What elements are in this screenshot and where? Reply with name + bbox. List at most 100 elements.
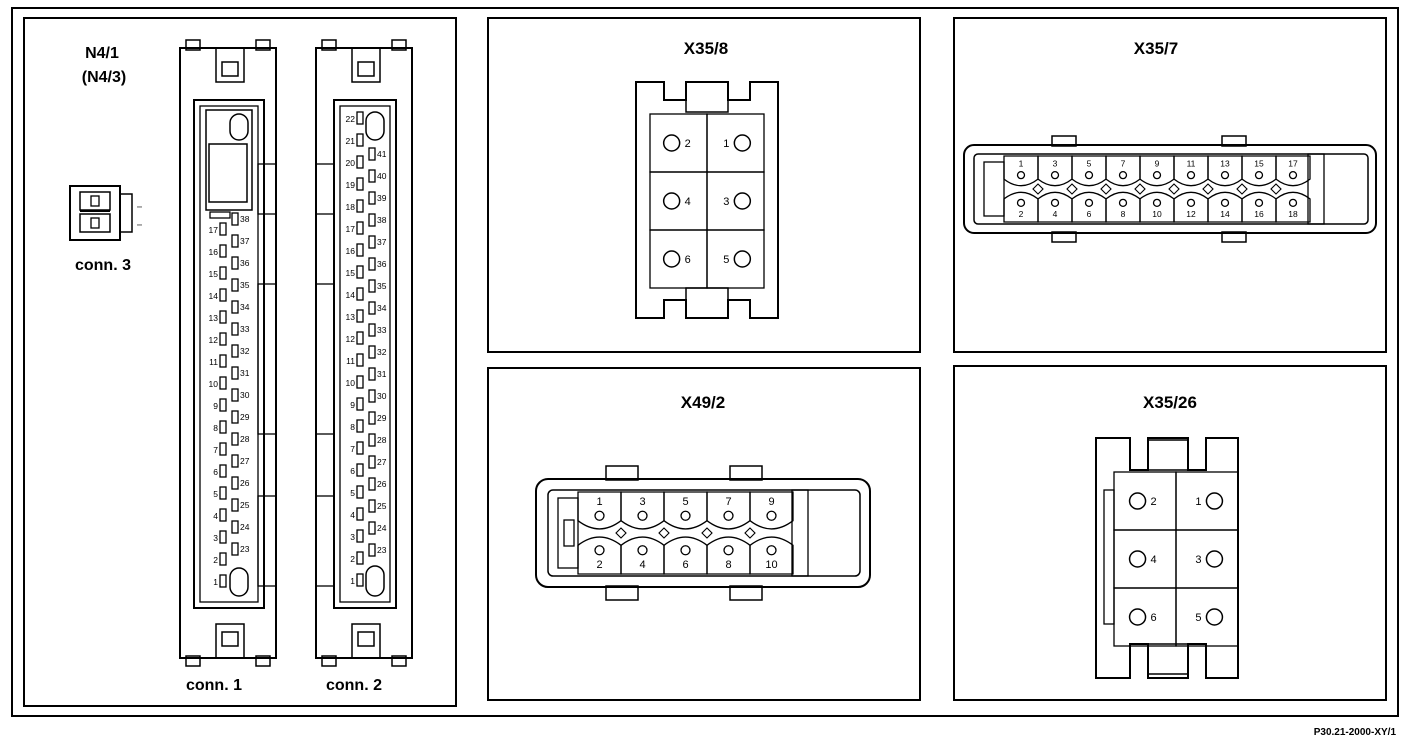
x35-7-pin [1016,170,1026,180]
conn2-pin-label: 40 [377,171,387,181]
conn1-pin-label: 26 [240,478,250,488]
conn1-pin-contact [219,398,227,412]
x35-7-pin-label: 10 [1152,209,1162,219]
x35-7-pin-label: 7 [1121,159,1126,169]
x49-2-pin-label: 6 [682,559,688,571]
conn2-pin-contact [368,169,376,183]
n4-3-subtitle: (N4/3) [82,69,126,86]
conn2-pin-contact [356,331,364,345]
x35-7-pin-label: 15 [1254,159,1264,169]
x35-7-pin [1118,198,1128,208]
conn2-pin-contact [356,375,364,389]
conn1-pin-label: 36 [240,258,250,268]
conn2-pin-contact [356,419,364,433]
conn2-pin-label: 25 [377,501,387,511]
conn2-pin-label: 30 [377,391,387,401]
conn2-pin-label: 12 [346,334,356,344]
panel-n4-1: N4/1 (N4/3) I I conn. 3 [23,17,457,707]
conn1-pin-contact [231,322,239,336]
x35-7-pin-label: 18 [1288,209,1298,219]
conn2-pin-contact [368,213,376,227]
x35-7-pin-label: 4 [1053,209,1058,219]
x35-7-cavity [1275,155,1311,187]
x35-7-cavity [1275,191,1311,223]
conn2-pin-label: 10 [346,378,356,388]
conn1-pin-contact [219,574,227,588]
conn1-pin-contact [219,288,227,302]
conn1-pin-label: 4 [213,511,218,521]
conn2-pin-contact [356,177,364,191]
x35-8-cavity [706,229,765,289]
conn1-pin-label: 27 [240,456,250,466]
conn2-pin-contact [368,147,376,161]
x35-8-pin [662,134,681,152]
x35-7-pin [1152,170,1162,180]
x49-2-cavity [749,536,794,575]
x35-7-pin [1288,170,1298,180]
x35-8-cavity [649,171,708,231]
x35-7-pin [1016,198,1026,208]
x35-7-pin [1118,170,1128,180]
x35-8-pin-label: 5 [723,254,729,266]
conn2-pin-contact [368,521,376,535]
x49-2-pin-label: 10 [765,559,777,571]
x35-26-pin-label: 6 [1151,612,1157,624]
conn2-pin-label: 15 [346,268,356,278]
conn1-pin-contact [219,552,227,566]
x49-2-pin-label: 4 [639,559,645,571]
conn2-pin-label: 16 [346,246,356,256]
x49-2-separator [615,527,627,539]
x49-2-separator [744,527,756,539]
conn2-pin-label: 34 [377,303,387,313]
conn2-pin-contact [356,441,364,455]
conn2-pin-label: 36 [377,259,387,269]
x35-8-title: X35/8 [684,39,728,58]
x49-2-pin [637,510,648,521]
conn1-pin-contact [231,432,239,446]
conn1-pin-label: 23 [240,544,250,554]
x35-7-pin-label: 2 [1019,209,1024,219]
x49-2-pin [637,545,648,556]
conn1-pin-label: 31 [240,368,250,378]
x35-26-pin-label: 5 [1195,612,1201,624]
conn2-pin-label: 41 [377,149,387,159]
conn1-pin-label: 14 [209,291,219,301]
conn2-pin-contact [368,323,376,337]
conn2-pin-contact [356,243,364,257]
conn1-pin-contact [219,354,227,368]
conn2-pin-label: 17 [346,224,356,234]
x35-8-pin-label: 1 [723,138,729,150]
conn1-pin-contact [231,256,239,270]
x35-7-pin-label: 6 [1087,209,1092,219]
x35-26-pin [1205,608,1224,626]
x35-7-separator [1168,183,1180,195]
conn1-pin-label: 8 [213,423,218,433]
conn1-pin-contact [219,530,227,544]
x35-7-separator [1032,183,1044,195]
conn2-pin-contact [356,551,364,565]
x35-8-pin [662,192,681,210]
x49-2-pin-label: 2 [596,559,602,571]
conn1-pin-label: 11 [209,357,218,367]
x49-2-pin [766,510,777,521]
conn1-pin-label: 24 [240,522,250,532]
x49-2-pin [594,545,605,556]
conn1-pin-contact [231,476,239,490]
conn1-pin-label: 38 [240,214,250,224]
conn1-pin-contact [231,454,239,468]
conn2-pin-contact [368,301,376,315]
conn2-pin-label: 6 [350,466,355,476]
conn1-pin-label: 16 [209,247,219,257]
x49-2-pin [766,545,777,556]
conn1-pin-label: 35 [240,280,250,290]
x35-7-pin-label: 8 [1121,209,1126,219]
conn2-pin-label: 32 [377,347,387,357]
x35-26-pin-label: 1 [1195,496,1201,508]
x35-7-pin [1084,198,1094,208]
x49-2-pin-label: 5 [682,496,688,508]
conn1-pin-label: 17 [209,225,219,235]
conn2-pin-label: 20 [346,158,356,168]
x35-26-pin [1128,608,1147,626]
